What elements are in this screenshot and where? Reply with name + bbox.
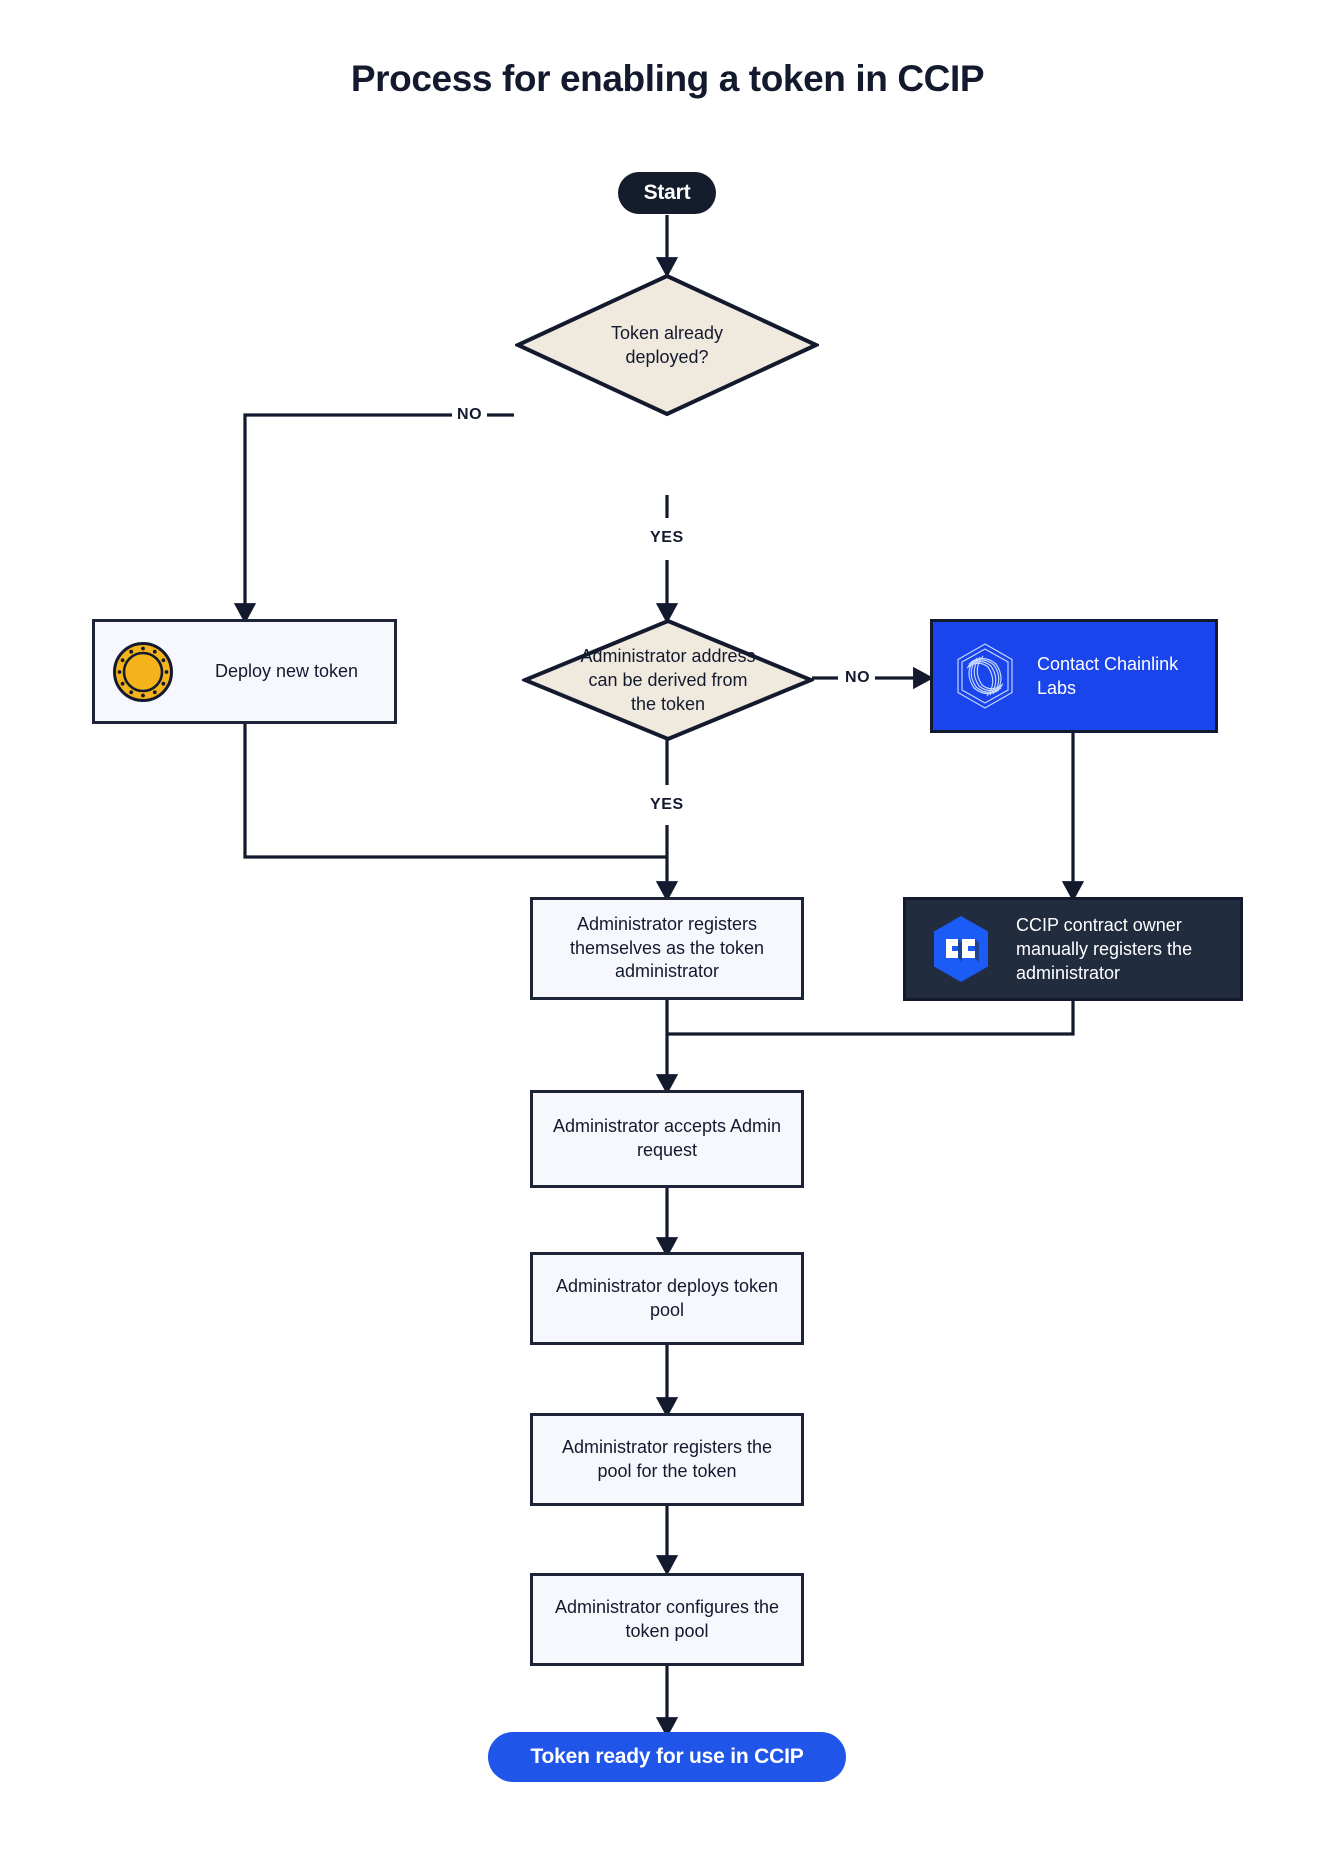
node-admin-deploys-pool-label: Administrator deploys token pool — [555, 1275, 779, 1320]
edge-deploy-merge — [243, 723, 667, 859]
node-contact-chainlink-labs[interactable]: Contact Chainlink Labs — [930, 619, 1218, 733]
page-title: Process for enabling a token in CCIP — [350, 58, 985, 99]
edge-label-admin-derivable-no: NO — [840, 668, 876, 688]
edge-decision1-no — [233, 413, 514, 624]
node-contact-chainlink-labs-label: Contact Chainlink Labs — [1037, 653, 1179, 698]
node-start-label: Start — [643, 181, 691, 204]
node-admin-configures-pool-label: Administrator configures the token pool — [554, 1596, 780, 1641]
node-deploy-new-token[interactable]: Deploy new token — [92, 619, 397, 724]
node-start[interactable]: Start — [618, 172, 716, 214]
node-decision-token-deployed[interactable]: Token already deployed? — [515, 273, 819, 417]
edge-label-token-deployed-yes: YES — [645, 528, 689, 548]
edge-ccipowner-merge — [667, 1001, 1075, 1036]
node-ccip-owner-registers-label: CCIP contract owner manually registers t… — [1016, 914, 1193, 984]
gold-token-coin-icon — [95, 641, 191, 703]
node-admin-accepts-request-label: Administrator accepts Admin request — [552, 1116, 782, 1160]
diamond-shape — [515, 273, 819, 417]
node-admin-registers-self[interactable]: Administrator registers themselves as th… — [530, 897, 804, 1000]
node-admin-registers-pool[interactable]: Administrator registers the pool for the… — [530, 1413, 804, 1506]
diamond-shape — [522, 618, 814, 742]
node-admin-accepts-request[interactable]: Administrator accepts Admin request — [530, 1090, 804, 1188]
node-admin-registers-pool-label: Administrator registers the pool for the… — [561, 1436, 773, 1481]
edge-label-admin-derivable-yes: YES — [645, 795, 689, 815]
node-admin-registers-self-label: Administrator registers themselves as th… — [569, 913, 765, 982]
node-ccip-owner-registers[interactable]: CCIP contract owner manually registers t… — [903, 897, 1243, 1001]
node-decision-admin-derivable[interactable]: Administrator address can be derived fro… — [522, 618, 814, 742]
node-end[interactable]: Token ready for use in CCIP — [488, 1732, 846, 1782]
node-admin-deploys-pool[interactable]: Administrator deploys token pool — [530, 1252, 804, 1345]
node-deploy-new-token-label: Deploy new token — [214, 660, 359, 681]
ccip-cube-icon — [906, 913, 1016, 985]
node-end-label: Token ready for use in CCIP — [530, 1745, 804, 1768]
edge-label-token-deployed-no: NO — [452, 405, 488, 425]
chainlink-logo-icon — [933, 640, 1037, 712]
node-admin-configures-pool[interactable]: Administrator configures the token pool — [530, 1573, 804, 1666]
